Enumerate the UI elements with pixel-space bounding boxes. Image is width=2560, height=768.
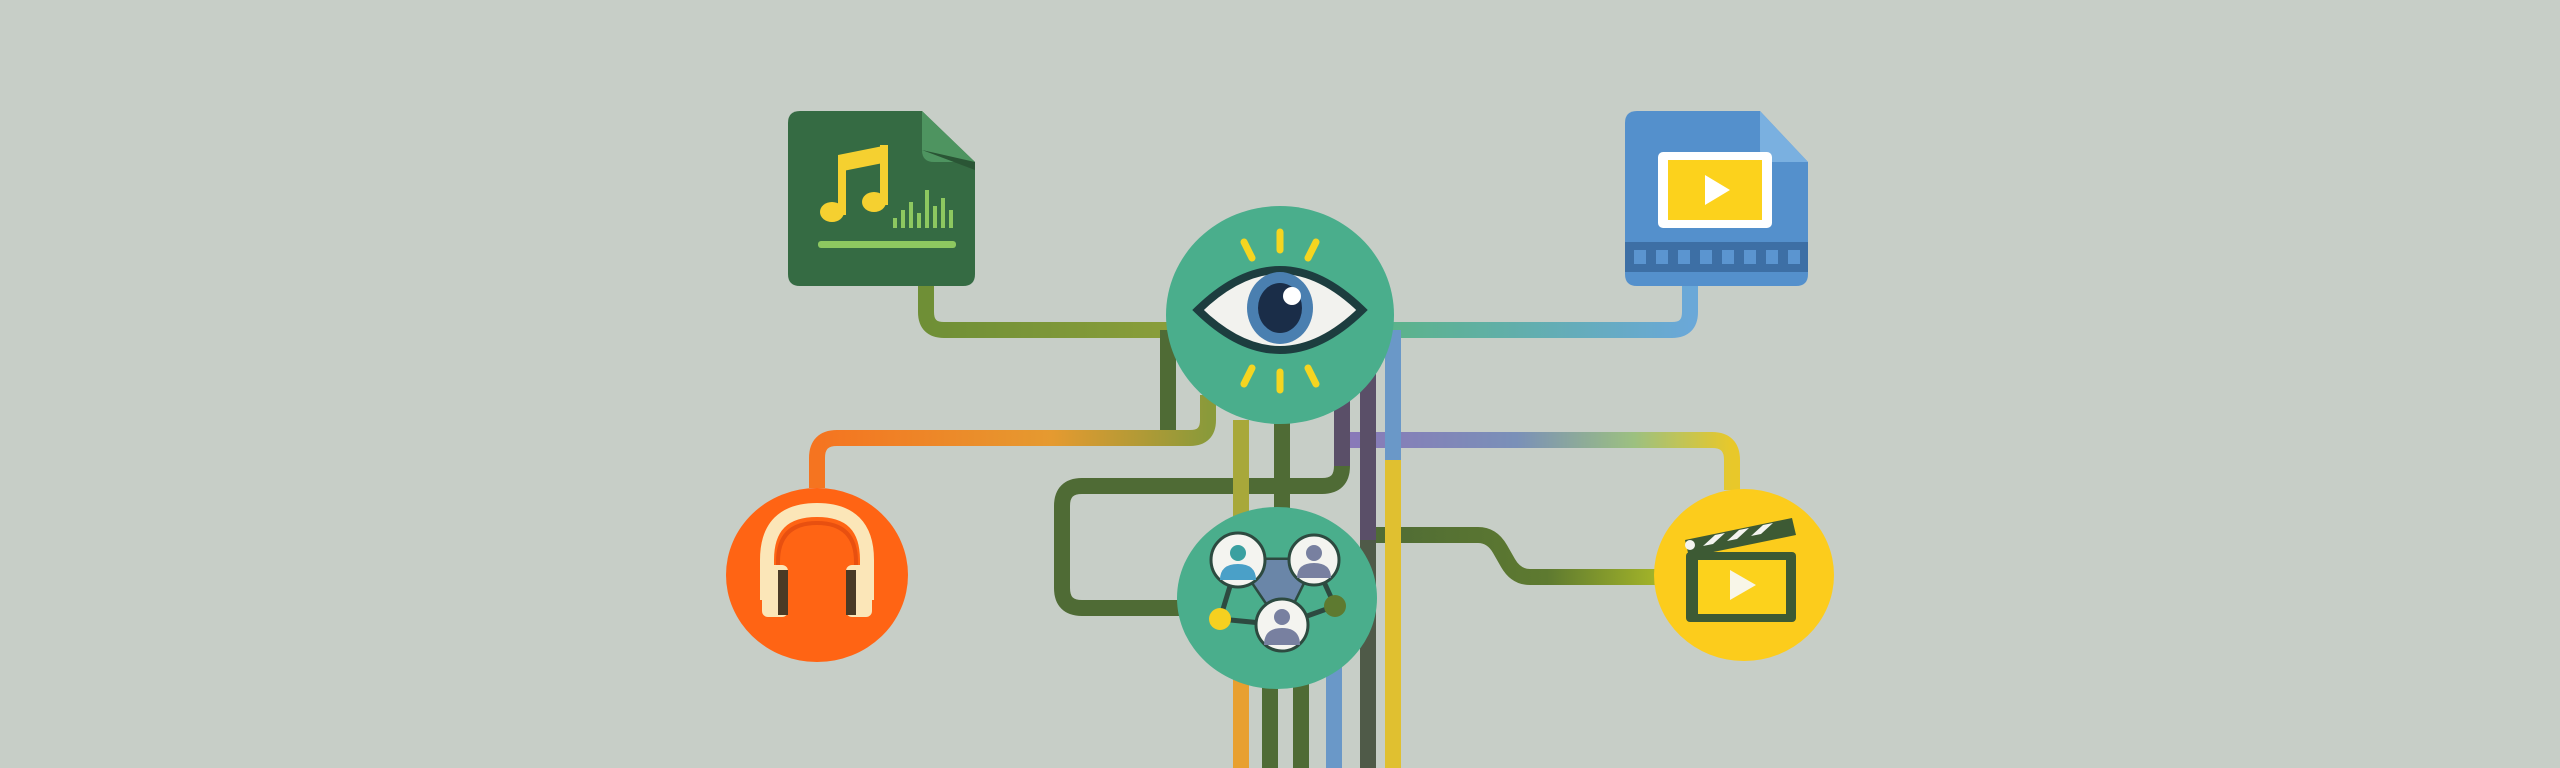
connector-lines [809, 286, 1740, 768]
user-avatar [1287, 533, 1341, 587]
line-music-to-eye [918, 286, 1175, 338]
user-avatar [1254, 597, 1310, 653]
music-file-icon[interactable] [788, 111, 975, 286]
line-network-to-clapper [1370, 527, 1665, 585]
eye-icon[interactable] [1166, 206, 1394, 424]
headphones-icon[interactable] [726, 488, 908, 662]
line-video-to-eye [1390, 286, 1698, 338]
video-file-icon[interactable] [1625, 111, 1808, 286]
line-eye-to-clapper [1340, 432, 1740, 490]
clapperboard-icon[interactable] [1654, 489, 1834, 661]
line-loop-green [1054, 400, 1350, 616]
user-avatar [1209, 531, 1267, 589]
line-headphones-to-eye [809, 395, 1216, 488]
user-network-icon[interactable] [1177, 507, 1377, 689]
